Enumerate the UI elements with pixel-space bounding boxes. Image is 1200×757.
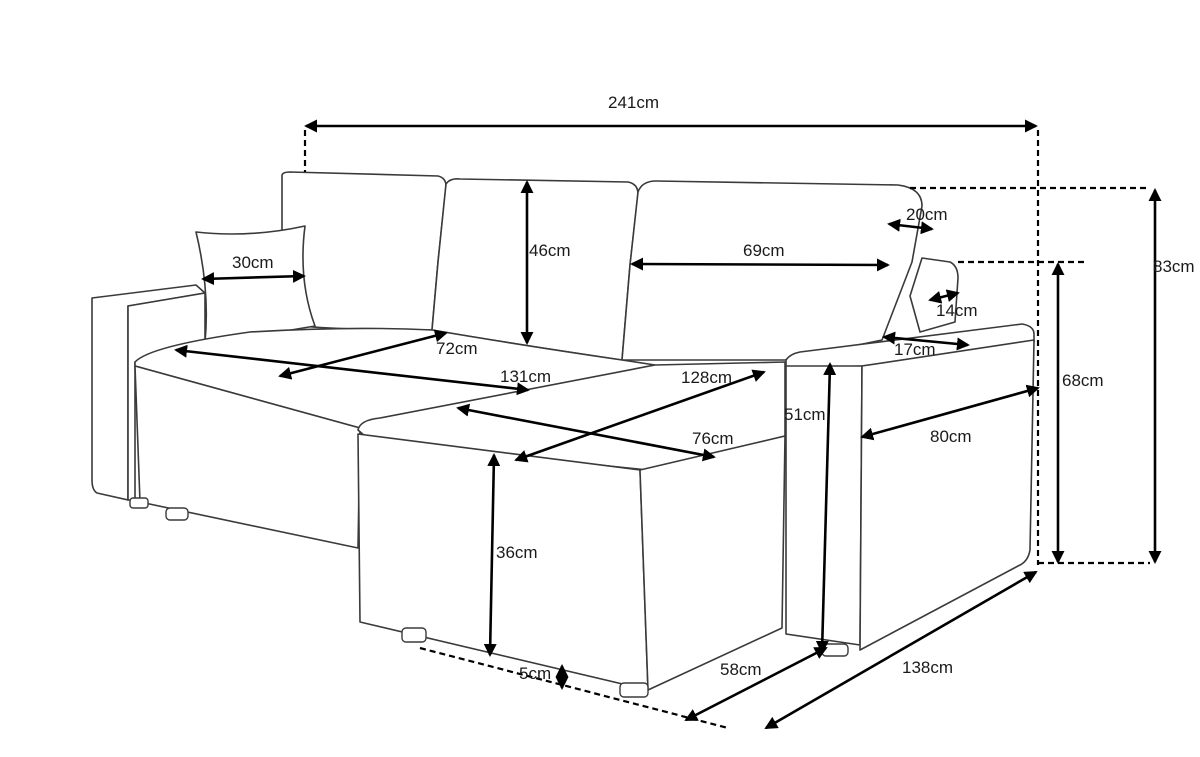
- label-chaise-length: 128cm: [681, 368, 732, 387]
- label-arm-length: 80cm: [930, 427, 972, 446]
- dim-line-back-width: [630, 257, 890, 272]
- label-leg-height: 5cm: [519, 664, 551, 683]
- foot-arm: [821, 643, 849, 657]
- label-side-depth: 138cm: [902, 658, 953, 677]
- dimension-labels: 241cm 46cm 30cm 69cm 20cm 83cm 14cm 17cm…: [232, 93, 1195, 683]
- label-pillow-width: 30cm: [232, 253, 274, 272]
- label-seat-length: 131cm: [500, 367, 551, 386]
- dim-line-side-depth: [764, 570, 1038, 730]
- main-seat-base: [134, 365, 361, 549]
- label-back-cushion-width: 69cm: [743, 241, 785, 260]
- right-arm-outer: [859, 339, 1035, 651]
- dimension-lines: [174, 119, 1162, 730]
- label-chaise-depth: 58cm: [720, 660, 762, 679]
- chaise-side: [639, 435, 786, 691]
- label-total-width: 241cm: [608, 93, 659, 112]
- label-side-height: 83cm: [1153, 257, 1195, 276]
- dashed-guides: [303, 130, 1150, 730]
- foot-chaise-left: [401, 627, 427, 643]
- label-armrest-offset: 14cm: [936, 301, 978, 320]
- label-armrest-top-width: 20cm: [906, 205, 948, 224]
- back-cushion-right: [621, 180, 923, 361]
- dim-line-arm-length: [860, 384, 1040, 441]
- label-armrest-height: 68cm: [1062, 371, 1104, 390]
- dim-line-armrest-inner: [882, 331, 970, 351]
- label-chaise-height: 36cm: [496, 543, 538, 562]
- dim-line-chaise-width: [514, 369, 766, 463]
- label-armrest-inner-width: 17cm: [894, 340, 936, 359]
- foot-chaise-right: [619, 682, 649, 698]
- back-cushion-middle: [431, 178, 639, 361]
- dim-line-pillow: [201, 269, 306, 286]
- dim-line-seat-length: [174, 344, 530, 396]
- foot-mid: [165, 507, 189, 521]
- label-seat-depth: 72cm: [436, 339, 478, 358]
- pillow: [195, 225, 316, 343]
- chaise-front: [357, 433, 649, 691]
- dim-line-armrest-offset: [928, 289, 960, 304]
- label-seat-front-height: 51cm: [784, 405, 826, 424]
- dim-line-armrest-top: [887, 218, 934, 235]
- label-chaise-width: 76cm: [692, 429, 734, 448]
- dim-line-chaise-height: [483, 453, 501, 657]
- label-back-cushion-height: 46cm: [529, 241, 571, 260]
- foot-left: [129, 497, 149, 509]
